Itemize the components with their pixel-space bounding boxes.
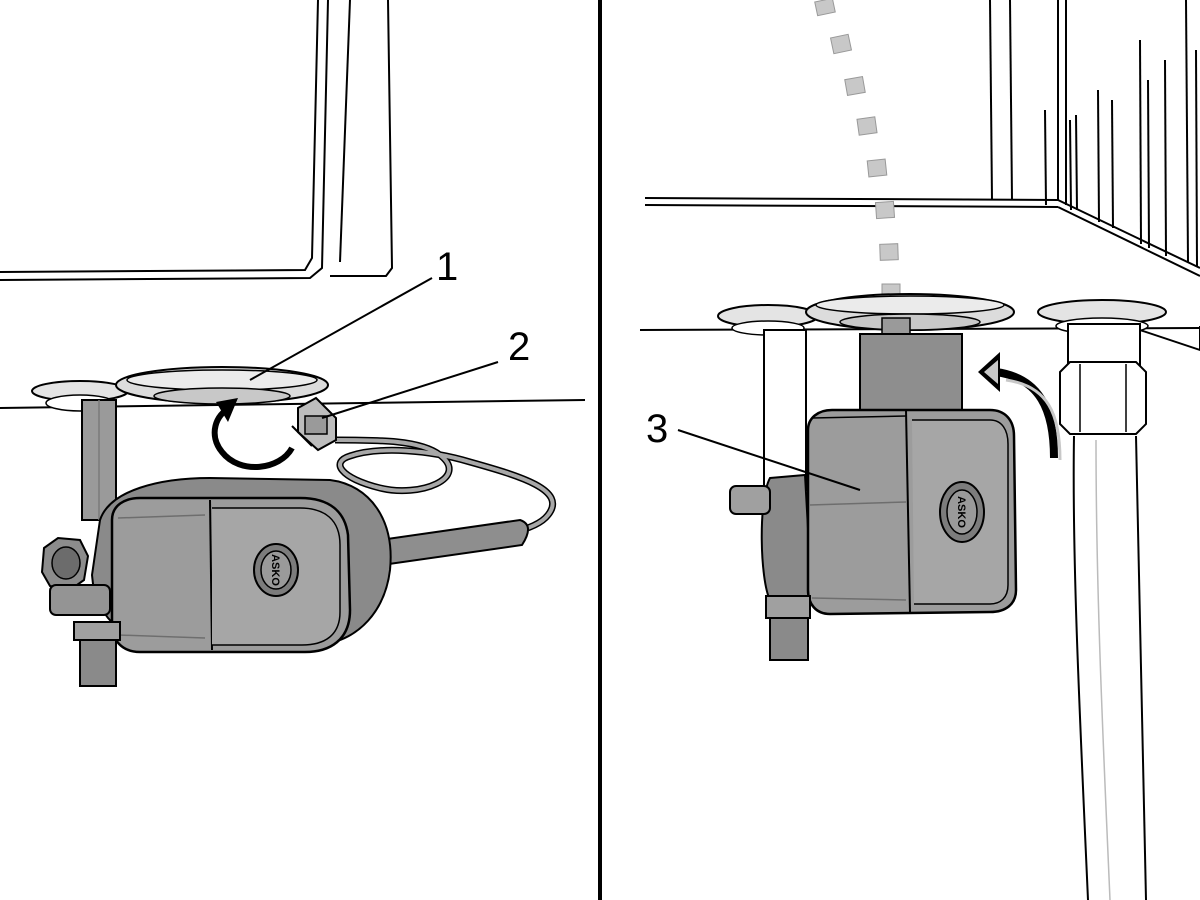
left-panel: ASKO 1 2 [0, 0, 586, 687]
callout-2: 2 [321, 325, 530, 419]
pump-motor-left: ASKO [40, 476, 529, 687]
insertion-guide-path [814, 0, 901, 297]
mounting-flange [115, 366, 329, 405]
callout-1-label: 1 [436, 245, 458, 289]
callout-1: 1 [249, 245, 458, 381]
push-up-arrow-icon [978, 352, 1062, 461]
pump-logo-text-right: ASKO [955, 496, 967, 528]
callout-3-label: 3 [646, 407, 668, 451]
right-panel: ASKO 3 [639, 0, 1200, 900]
callout-2-label: 2 [508, 325, 530, 369]
hose-connection [1037, 299, 1167, 900]
inlet-tube-left [81, 399, 117, 521]
pump-motor-right: ASKO [729, 408, 1018, 661]
callout-3: 3 [646, 407, 861, 491]
rear-flange-right [717, 304, 819, 491]
wire-connector [291, 396, 337, 452]
wire-harness [334, 436, 557, 542]
pump-neck [859, 317, 963, 425]
pump-logo-text-left: ASKO [269, 554, 281, 586]
rotate-arrow-icon [211, 398, 295, 470]
cabinet-outline-left [0, 0, 586, 409]
